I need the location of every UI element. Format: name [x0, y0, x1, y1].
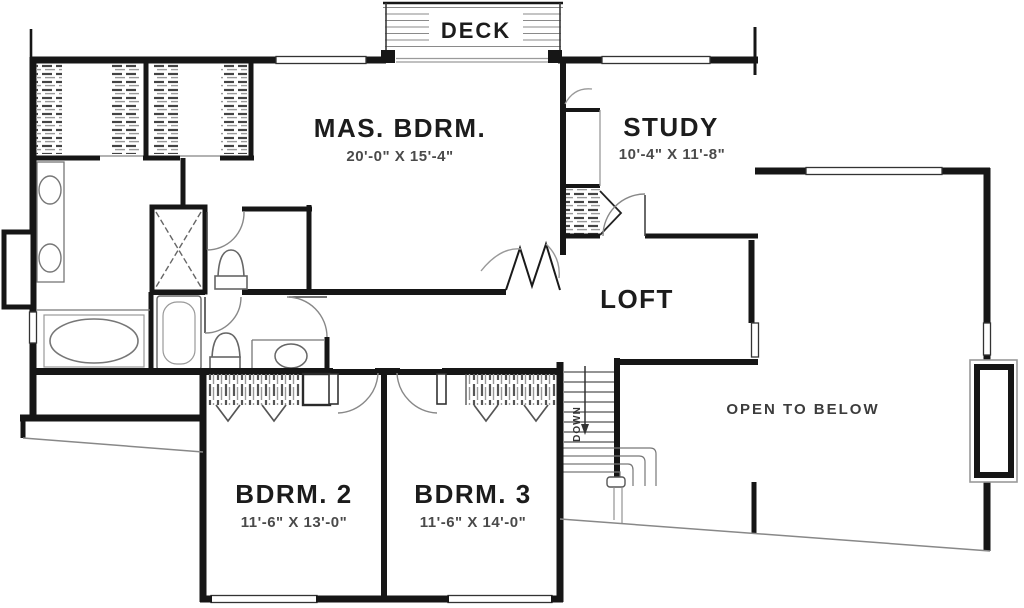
linen-closet	[301, 372, 332, 407]
exterior-walls	[20, 27, 991, 551]
toilet-icon	[211, 332, 241, 359]
bay-bump-out	[1, 229, 36, 310]
window	[210, 594, 318, 604]
loft-walls	[614, 240, 760, 482]
vanity	[251, 339, 324, 370]
window	[982, 322, 992, 356]
bifold-door	[599, 190, 623, 236]
window	[275, 55, 367, 65]
newel-post	[606, 476, 626, 488]
bedroom-band	[33, 368, 563, 423]
open-to-below-label: OPEN TO BELOW	[726, 401, 879, 418]
stair-railing	[563, 447, 657, 486]
closet-hanging-rail	[221, 64, 247, 154]
door-arc	[480, 248, 522, 272]
master-bedroom-label: MAS. BDRM.	[314, 113, 486, 143]
loft-label: LOFT	[600, 284, 674, 314]
door-leaf	[328, 373, 339, 405]
door-arc	[206, 211, 245, 251]
bedroom3-label: BDRM. 3	[414, 479, 531, 509]
stairs	[563, 366, 657, 524]
roof-edges	[22, 437, 991, 552]
toilet-icon	[217, 249, 245, 278]
window	[805, 166, 943, 176]
closet-hanging-rail	[112, 64, 140, 154]
door-arc	[545, 243, 560, 279]
door-leaf	[436, 373, 447, 405]
bedroom2-dimensions: 11'-6" X 13'-0"	[241, 514, 347, 531]
vanity	[36, 161, 65, 283]
sink-icon	[274, 343, 308, 369]
study-label: STUDY	[623, 112, 719, 142]
master-bedroom-dimensions: 20'-0" X 15'-4"	[346, 148, 453, 165]
master-closets	[33, 60, 254, 161]
door-arc	[564, 88, 593, 105]
door-arc	[286, 296, 328, 338]
down-arrow-icon	[581, 424, 589, 435]
closet-hanging-rail	[153, 64, 178, 154]
door-arc	[602, 193, 646, 237]
deck-label: DECK	[441, 18, 511, 43]
chimney	[969, 359, 1018, 483]
closet-hanging-rail	[468, 374, 558, 405]
door-arc	[204, 296, 242, 334]
shower-icon	[149, 204, 208, 295]
door-arc	[337, 372, 379, 414]
window	[601, 55, 711, 65]
master-bath	[33, 158, 560, 375]
window	[28, 311, 38, 344]
stairs-down-label: DOWN	[572, 406, 583, 442]
study-dimensions: 10'-4" X 11'-8"	[619, 146, 725, 163]
deck-label-bg	[429, 13, 523, 44]
bedroom2-label: BDRM. 2	[235, 479, 352, 509]
loft-railing	[750, 322, 760, 358]
study-area	[560, 57, 758, 255]
door-arc	[396, 372, 438, 414]
windows	[28, 55, 992, 604]
tub-icon	[49, 318, 139, 364]
sink-icon	[38, 175, 62, 205]
bifold-door	[473, 404, 549, 423]
closet-shelves	[566, 189, 600, 235]
bedroom3-dimensions: 11'-6" X 14'-0"	[420, 514, 526, 531]
deck-door-threshold	[396, 57, 549, 63]
closet-hanging-rail	[207, 374, 300, 405]
bedroom-walls	[199, 362, 564, 603]
closet-hanging-rail	[36, 64, 62, 154]
window	[447, 594, 553, 604]
master-bedroom-double-doors	[480, 240, 561, 291]
roof-edge-line	[22, 437, 204, 453]
roof-edge-line	[559, 518, 991, 552]
sink-icon	[38, 243, 62, 273]
bifold-door	[215, 404, 287, 423]
